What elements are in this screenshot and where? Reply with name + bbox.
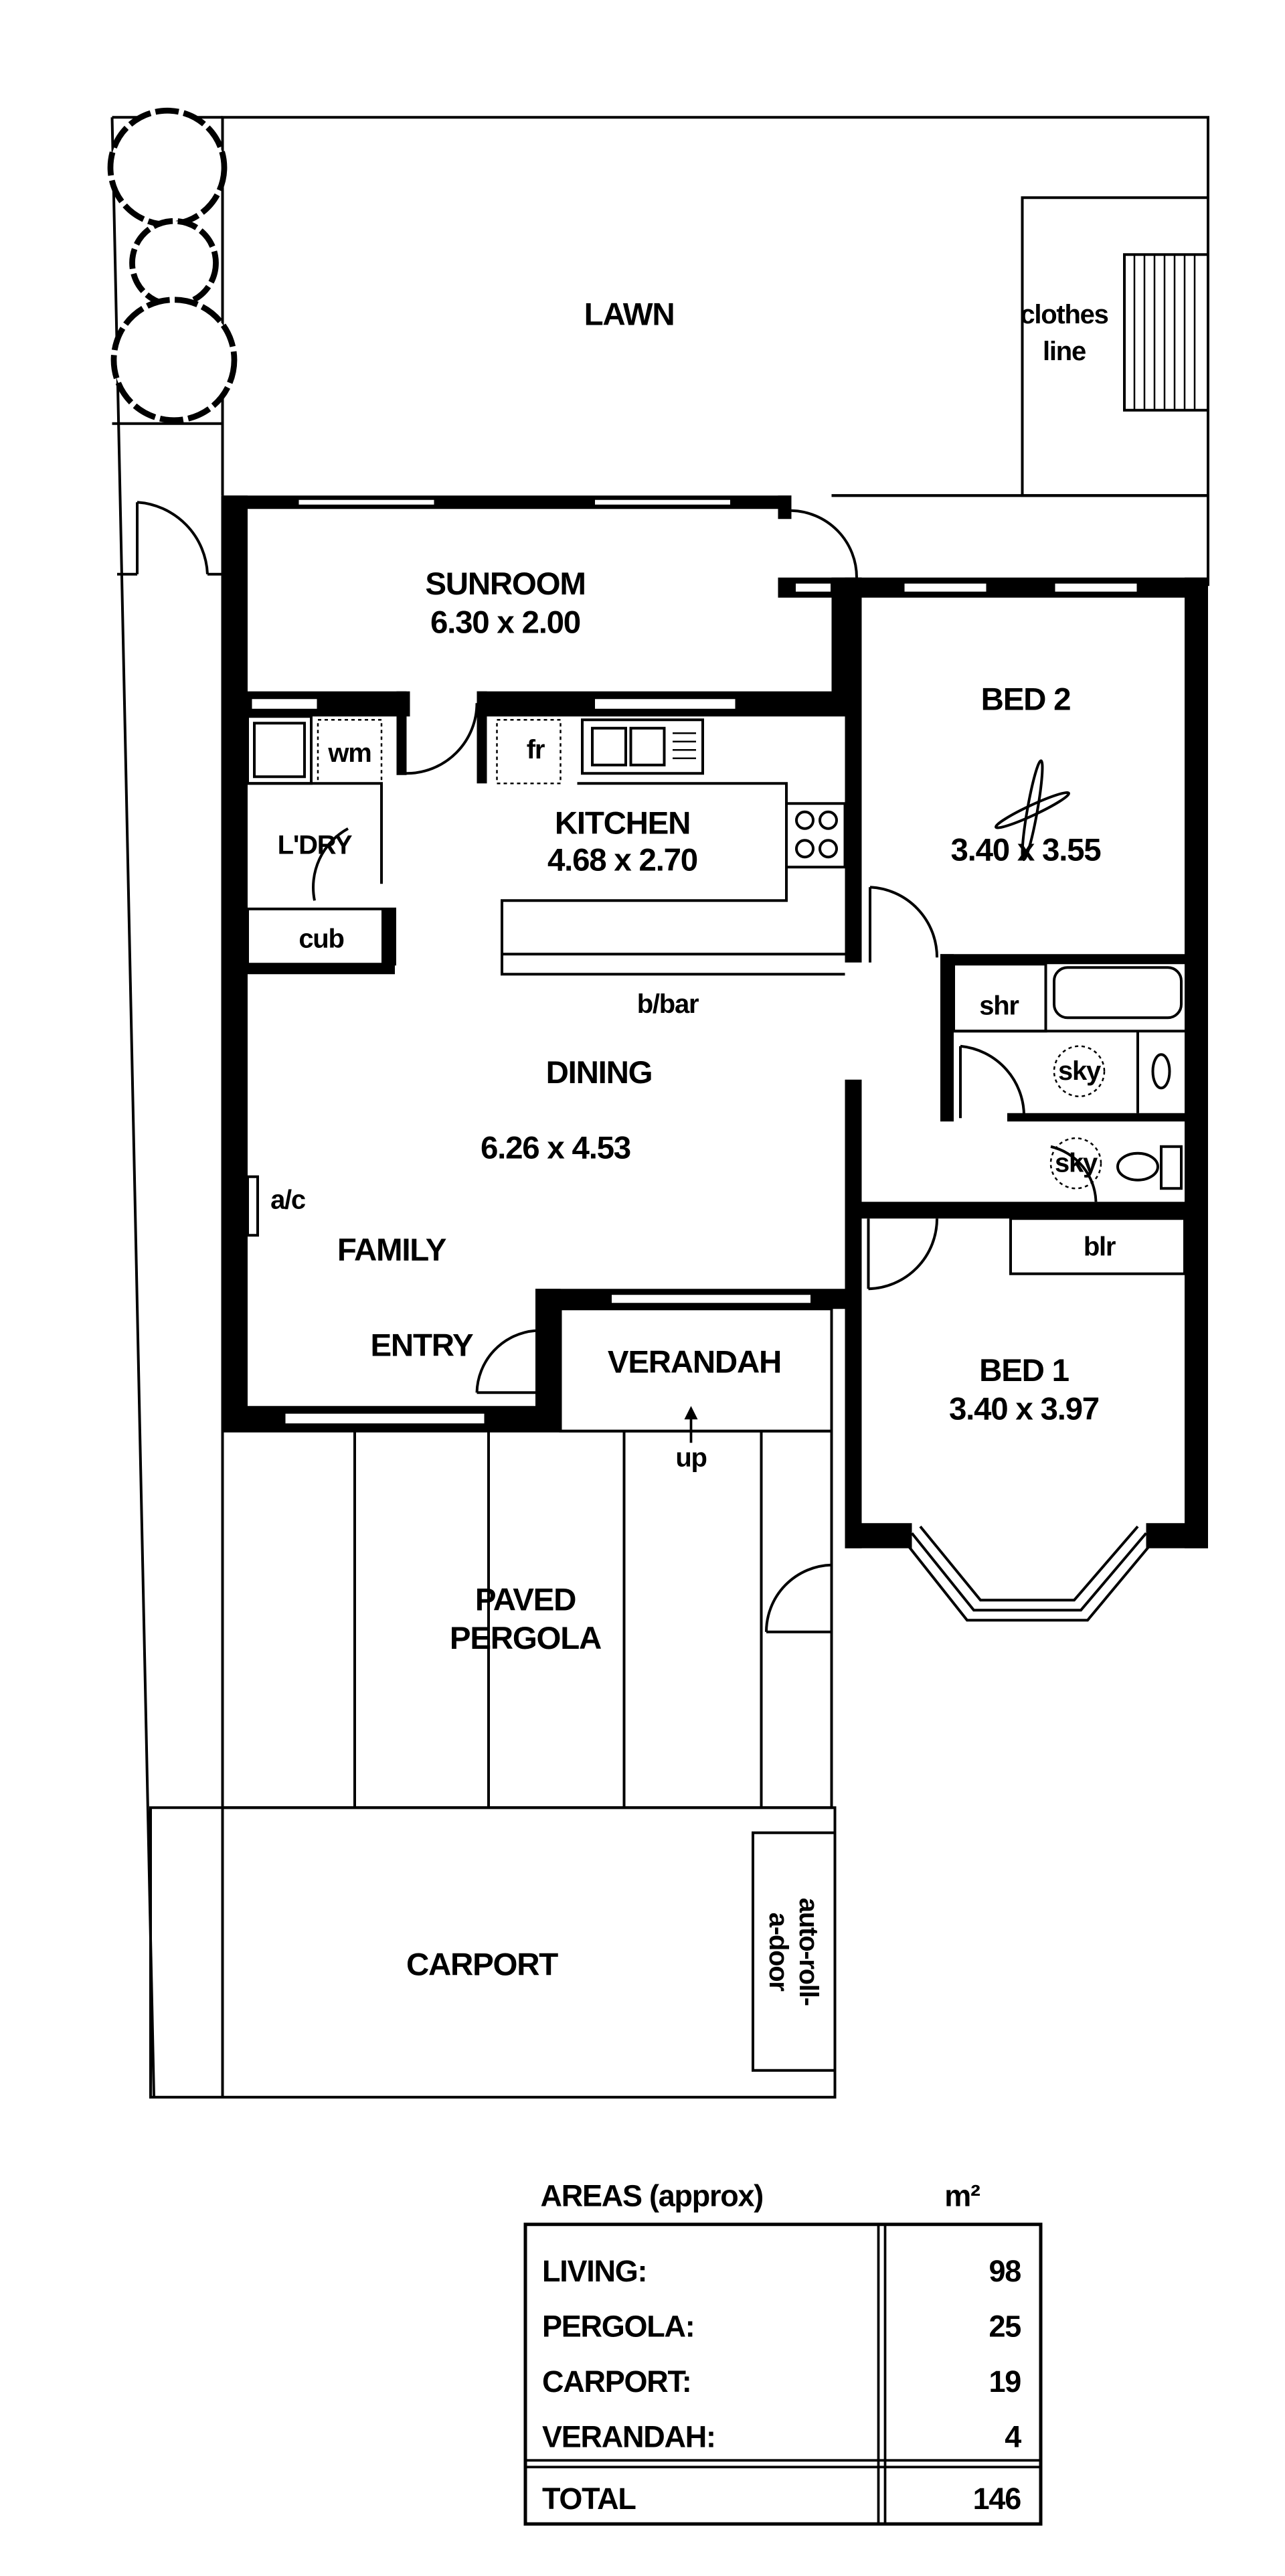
lawn-label: LAWN [584, 297, 675, 332]
clothes-line-label: line [1043, 337, 1086, 366]
skylight-icon [1049, 1137, 1102, 1190]
skylight-icon [1053, 1045, 1106, 1097]
kitchen-dims: 4.68 x 2.70 [547, 842, 697, 878]
family-label: FAMILY [337, 1232, 446, 1268]
sunroom-label: SUNROOM [425, 566, 585, 602]
bed2-label: BED 2 [981, 681, 1071, 717]
total-value: 146 [973, 2482, 1021, 2516]
bed1-dims: 3.40 x 3.97 [949, 1391, 1099, 1427]
kitchen-label: KITCHEN [555, 805, 690, 841]
area-value: 98 [989, 2254, 1021, 2288]
roller-door-label: auto-roll- [794, 1898, 823, 2006]
pergola-label: PAVED [475, 1582, 576, 1617]
laundry-trough [246, 715, 313, 785]
bed2-dims: 3.40 x 3.55 [951, 832, 1102, 868]
area-label: PERGOLA: [542, 2309, 695, 2343]
verandah-label: VERANDAH [608, 1344, 781, 1380]
site-outline [110, 116, 1209, 2097]
area-label: VERANDAH: [542, 2419, 715, 2453]
doors [312, 509, 1098, 1633]
ceiling-fan-icon [995, 759, 1070, 862]
sunroom-dims: 6.30 x 2.00 [430, 605, 580, 640]
bbar-label: b/bar [637, 989, 699, 1019]
carport-label: CARPORT [406, 1947, 558, 1982]
dining-dims: 6.26 x 4.53 [481, 1130, 630, 1165]
fridge-label: fr [527, 735, 545, 764]
ac-unit [246, 1175, 259, 1237]
areas-title: AREAS (approx) [541, 2178, 764, 2212]
cooktop [785, 802, 847, 869]
room-labels: LAWN clothes line SUNROOM 6.30 x 2.00 BE… [270, 297, 1116, 2005]
tree-icon [129, 218, 219, 308]
clothes-line-area [1021, 196, 1209, 497]
bed1-label: BED 1 [979, 1353, 1069, 1388]
entry-label: ENTRY [371, 1327, 474, 1363]
trees [107, 107, 238, 424]
total-label: TOTAL [542, 2482, 636, 2516]
washing-machine [317, 719, 383, 785]
area-value: 19 [989, 2364, 1021, 2399]
skylight-label: sky [1058, 1056, 1102, 1086]
wm-label: wm [327, 738, 371, 768]
roller-door-label: a-door [764, 1913, 793, 1992]
pergola-label: PERGOLA [450, 1621, 602, 1656]
areas-unit: m² [944, 2178, 980, 2212]
areas-table: AREAS (approx) m² LIVING: 98 PERGOLA: 25… [523, 2178, 1043, 2526]
clothes-line-label: clothes [1020, 300, 1108, 329]
shower-label: shr [979, 991, 1019, 1020]
roller-door [752, 1831, 837, 2072]
fridge [496, 719, 562, 785]
tree-icon [107, 107, 228, 228]
walls [222, 495, 1208, 1548]
fixtures [246, 715, 1186, 1443]
dining-label: DINING [546, 1055, 653, 1091]
tree-icon [110, 297, 238, 424]
boiler-label: blr [1084, 1232, 1116, 1261]
outdoor-areas [149, 1307, 837, 2099]
boiler [1009, 1217, 1186, 1275]
skylight-label: sky [1055, 1148, 1098, 1178]
area-label: LIVING: [542, 2254, 647, 2288]
ac-label: a/c [270, 1185, 306, 1214]
area-value: 25 [989, 2309, 1021, 2343]
area-value: 4 [1005, 2419, 1021, 2453]
area-label: CARPORT: [542, 2364, 691, 2399]
cub-label: cub [298, 924, 343, 953]
up-label: up [675, 1443, 706, 1472]
laundry-label: L'DRY [278, 830, 353, 860]
bay-window [902, 1525, 1156, 1622]
bath [1053, 966, 1183, 1020]
